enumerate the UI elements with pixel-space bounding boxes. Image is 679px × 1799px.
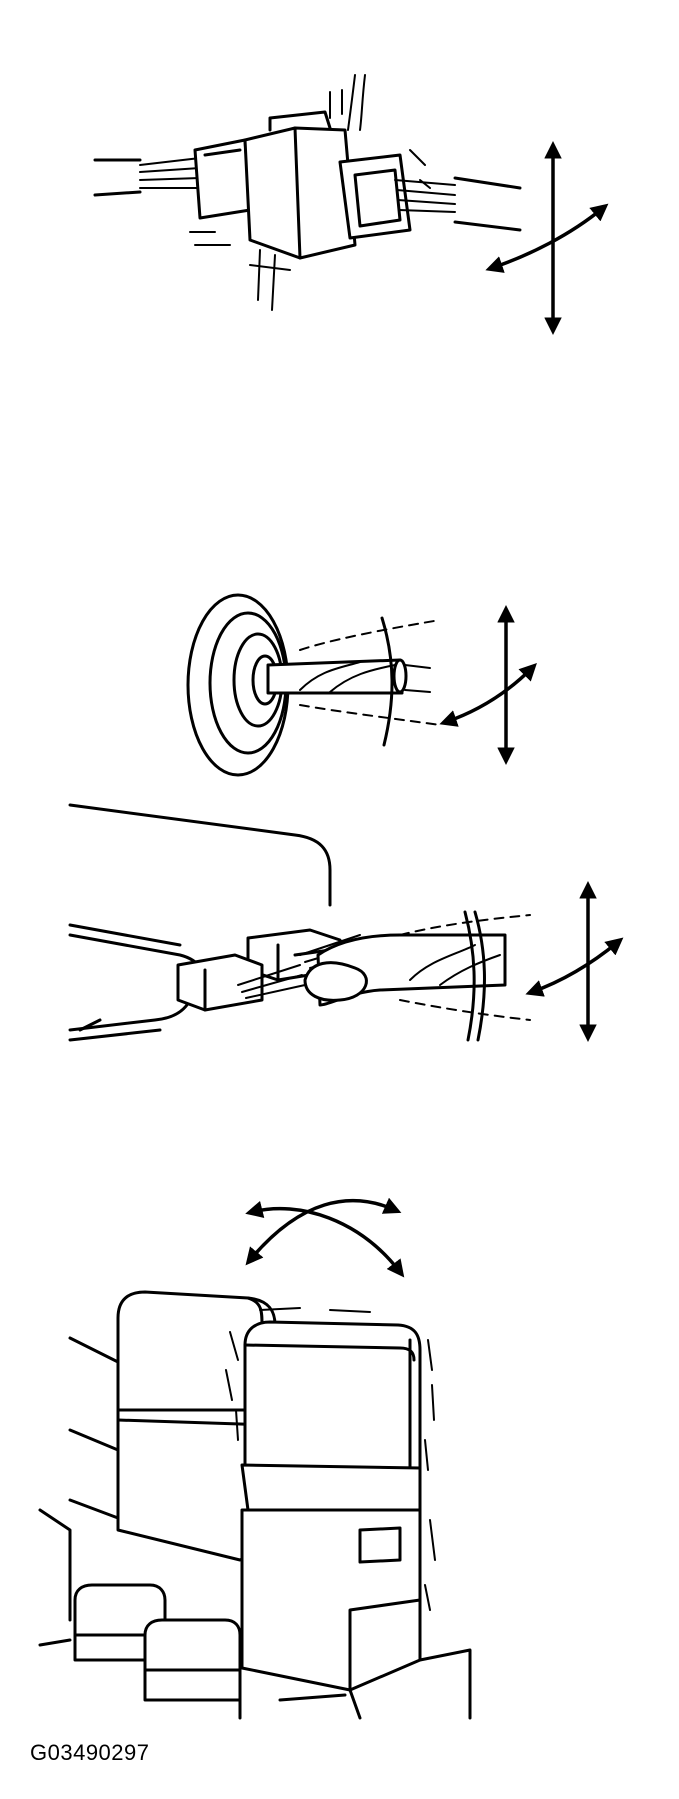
wire-connector-icon xyxy=(93,74,522,311)
wiggle-arrows-icon xyxy=(439,605,537,765)
control-module-icon xyxy=(68,803,531,1042)
wiggle-arrows-icon xyxy=(525,881,624,1042)
wiggle-arrows-icon xyxy=(485,141,609,335)
figure-code: G03490297 xyxy=(30,1740,150,1765)
wiggle-arrows-icon xyxy=(245,1197,405,1278)
relay-icon xyxy=(38,1290,472,1720)
grommet-icon xyxy=(186,593,441,777)
